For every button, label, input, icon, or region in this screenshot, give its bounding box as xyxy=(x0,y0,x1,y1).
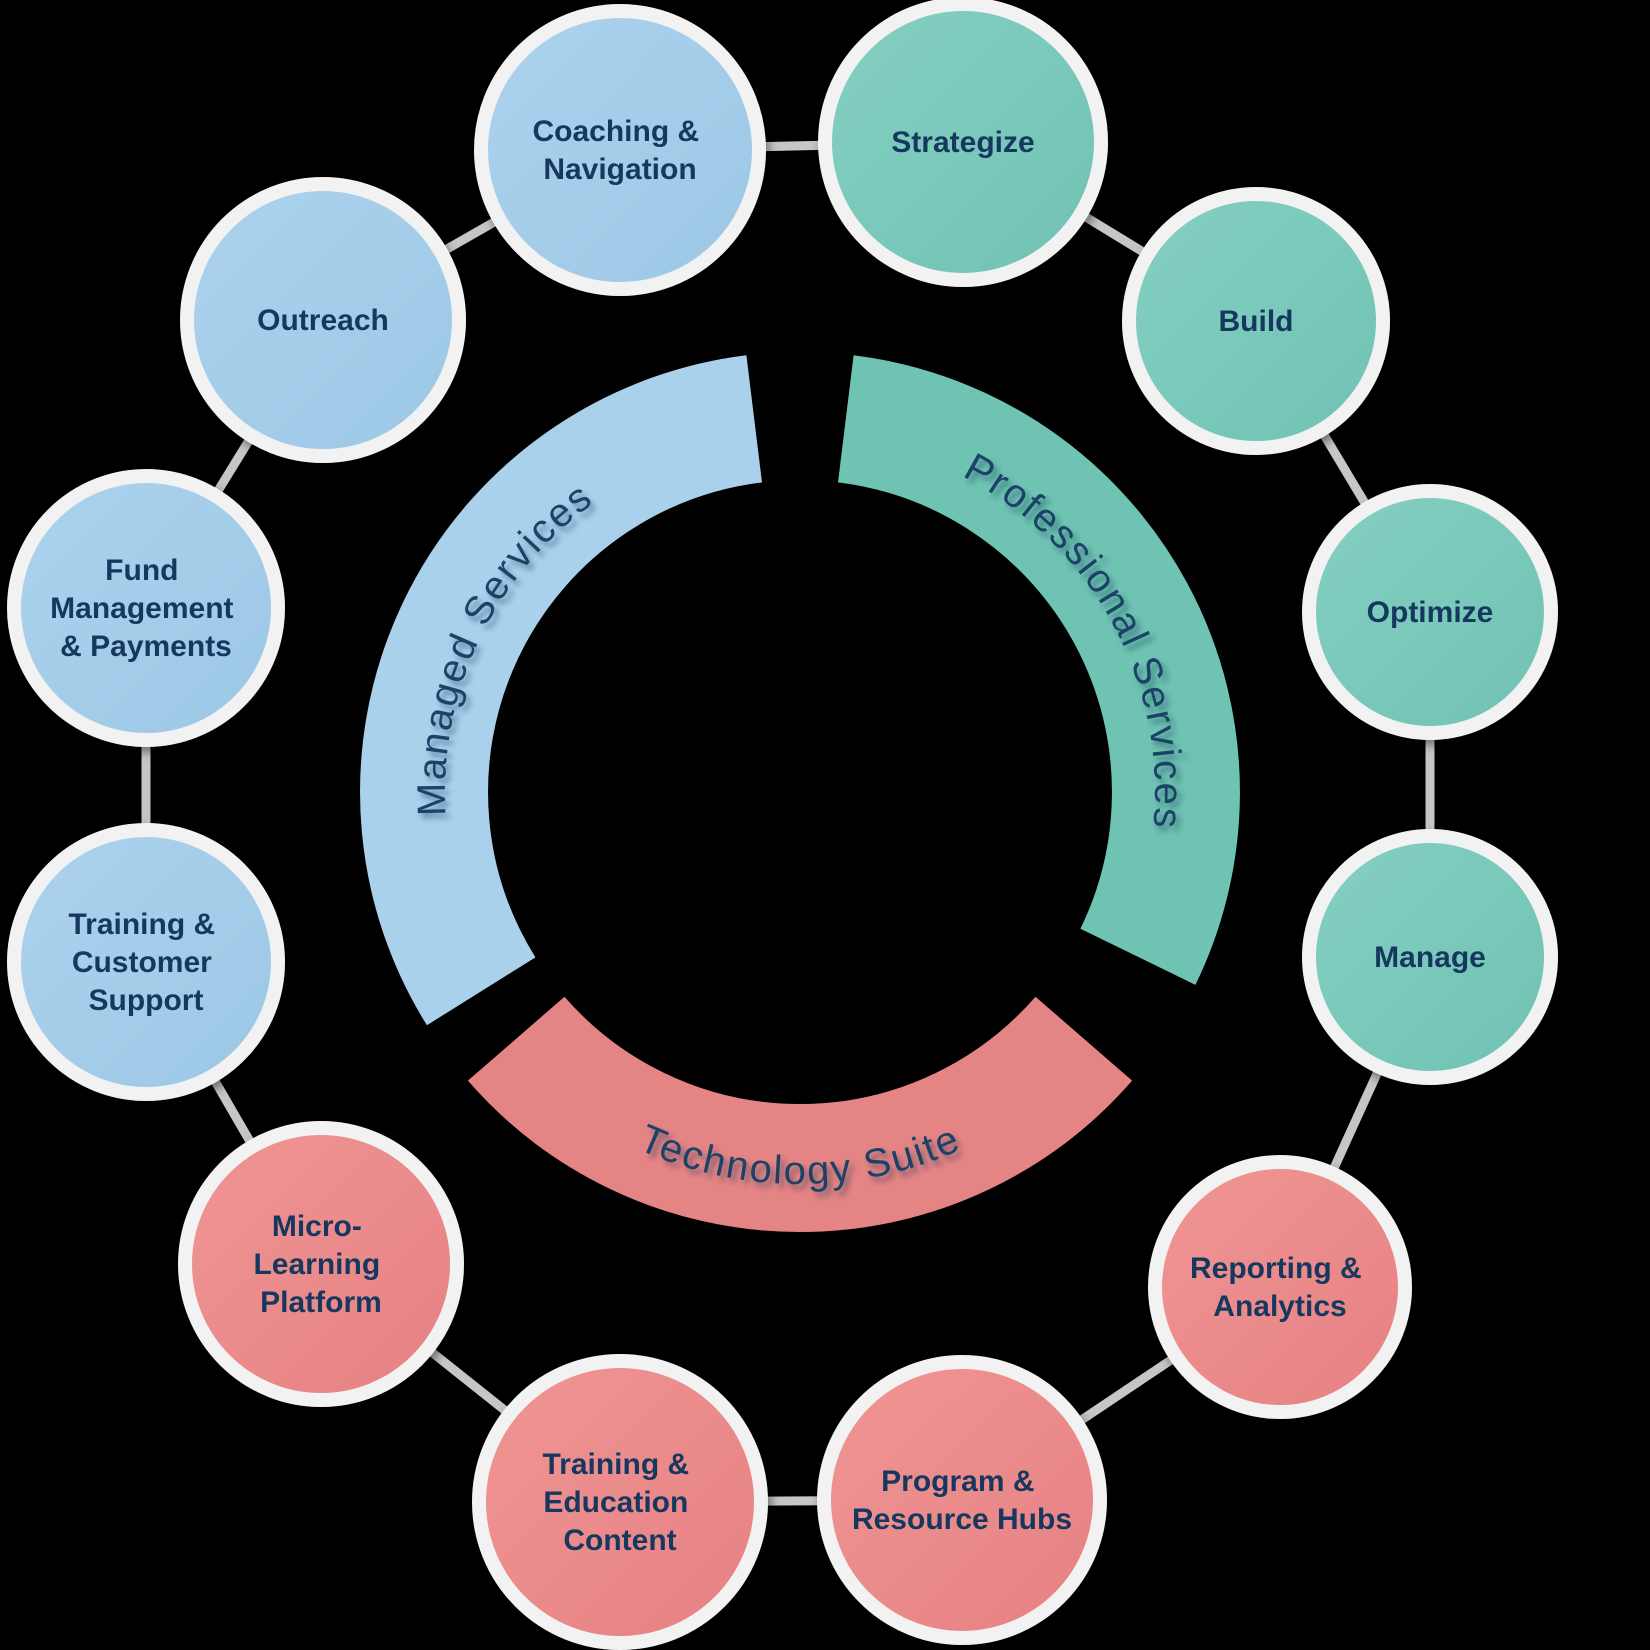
node-outreach: Outreach xyxy=(180,177,466,463)
node-circle xyxy=(180,177,466,463)
node-circle xyxy=(1122,187,1390,455)
node-label: Training & Education Content xyxy=(542,1448,697,1557)
arc-managed-services xyxy=(360,355,763,1026)
node-label: Optimize xyxy=(1367,596,1494,629)
node-circle xyxy=(7,469,285,747)
node-optimize: Optimize xyxy=(1302,484,1558,740)
node-fund-management-payments: Fund Management & Payments xyxy=(7,469,285,747)
node-circle xyxy=(1302,484,1558,740)
arc-professional-services xyxy=(837,355,1240,985)
node-label: Fund Management & Payments xyxy=(50,554,242,663)
node-circle xyxy=(1302,829,1558,1085)
node-circle xyxy=(1148,1155,1412,1419)
node-circle xyxy=(472,1354,768,1650)
node-circle xyxy=(818,0,1108,287)
node-circle xyxy=(474,4,766,296)
node-circle xyxy=(7,823,285,1101)
node-label: Manage xyxy=(1374,941,1486,974)
node-label: Program & Resource Hubs xyxy=(852,1465,1072,1536)
node-label: Coaching & Navigation xyxy=(532,115,707,186)
node-training-customer-support: Training & Customer Support xyxy=(7,823,285,1101)
node-circle xyxy=(817,1355,1107,1645)
node-micro-learning-platform: Micro- Learning Platform xyxy=(178,1121,464,1407)
node-label: Reporting & Analytics xyxy=(1190,1252,1370,1323)
arc-technology-suite xyxy=(467,996,1133,1233)
node-label: Micro- Learning Platform xyxy=(253,1210,388,1319)
node-circle xyxy=(178,1121,464,1407)
node-program-resource-hubs: Program & Resource Hubs xyxy=(817,1355,1107,1645)
node-label: Training & Customer Support xyxy=(68,908,223,1017)
node-reporting-analytics: Reporting & Analytics xyxy=(1148,1155,1412,1419)
node-manage: Manage xyxy=(1302,829,1558,1085)
node-training-education-content: Training & Education Content xyxy=(472,1354,768,1650)
node-label: Outreach xyxy=(257,304,389,337)
node-coaching-navigation: Coaching & Navigation xyxy=(474,4,766,296)
node-label: Build xyxy=(1219,305,1294,338)
center-ring: Managed Services Professional Services T… xyxy=(360,355,1240,1233)
nodes: Coaching & Navigation Strategize Outreac… xyxy=(7,0,1558,1650)
node-build: Build xyxy=(1122,187,1390,455)
node-strategize: Strategize xyxy=(818,0,1108,287)
node-label: Strategize xyxy=(891,126,1034,159)
